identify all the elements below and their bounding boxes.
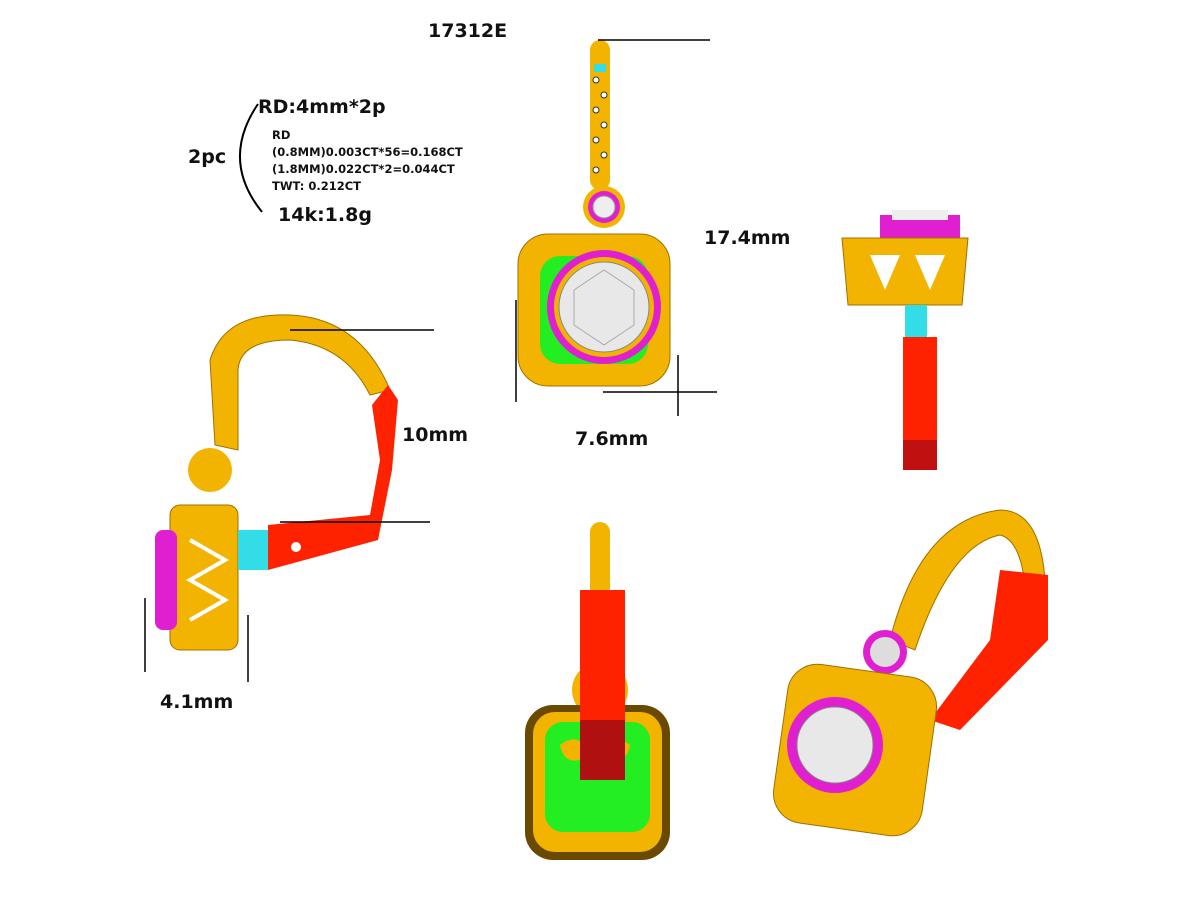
stone-type: RD xyxy=(272,128,291,142)
spec-line: (1.8MM)0.022CT*2=0.044CT xyxy=(272,162,455,176)
depth-dimension: 4.1mm xyxy=(160,691,234,713)
back-view xyxy=(525,522,670,860)
metal-weight-label: 14k:1.8g xyxy=(278,204,372,226)
side-view xyxy=(841,210,969,470)
brace xyxy=(239,103,263,213)
spec-line: TWT: 0.212CT xyxy=(272,179,362,193)
profile-view xyxy=(144,314,434,682)
quantity-label: 2pc xyxy=(188,146,227,168)
center-stone-label: RD:4mm*2p xyxy=(258,96,386,118)
spec-line: (0.8MM)0.003CT*56=0.168CT xyxy=(272,145,463,159)
perspective-view xyxy=(772,509,1048,837)
width-dimension: 7.6mm xyxy=(575,428,649,450)
front-view xyxy=(515,39,717,416)
lever-dimension: 10mm xyxy=(402,424,469,446)
model-code: 17312E xyxy=(428,20,508,42)
length-dimension: 17.4mm xyxy=(704,227,791,249)
spec-list: RD (0.8MM)0.003CT*56=0.168CT (1.8MM)0.02… xyxy=(272,127,463,195)
